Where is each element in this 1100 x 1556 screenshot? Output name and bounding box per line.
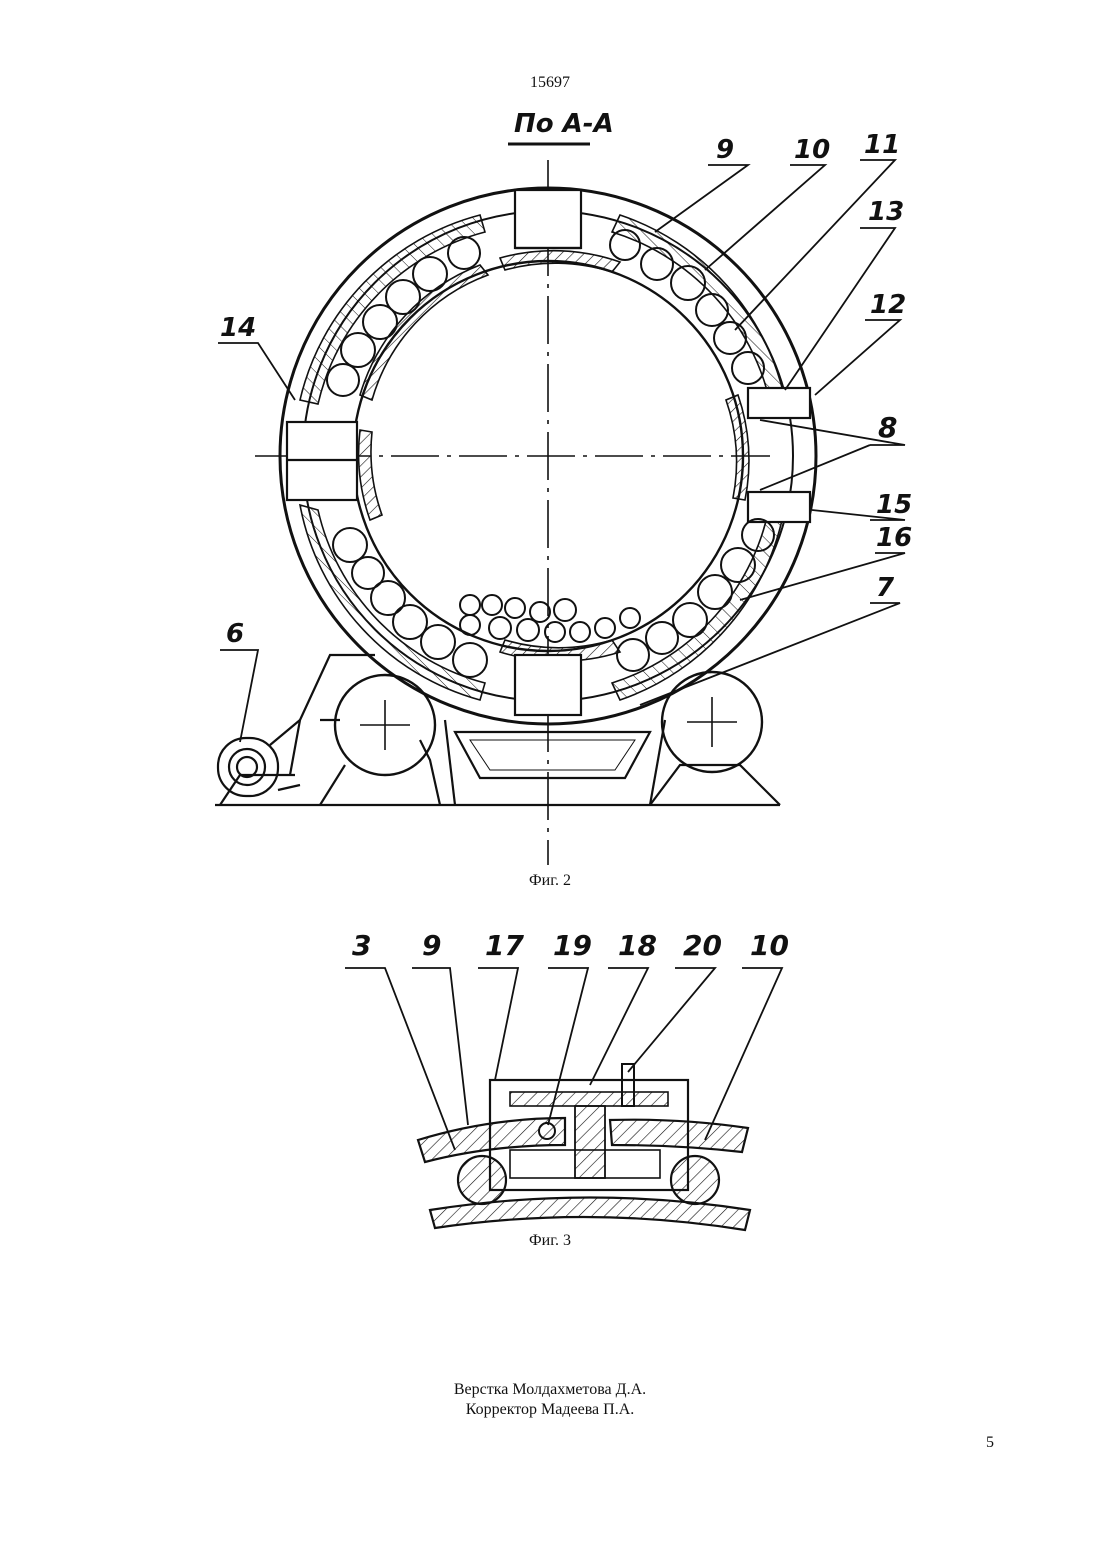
footer-credits: Верстка Молдахметова Д.А. Корректор Маде… — [0, 1380, 1100, 1420]
fig3-label-20: 20 — [683, 929, 722, 962]
footer-layout-credit: Верстка Молдахметова Д.А. — [0, 1380, 1100, 1400]
fig3-label-10: 10 — [750, 929, 789, 962]
fig3-label-3: 3 — [352, 929, 371, 962]
fig3-label-17: 17 — [485, 929, 524, 962]
fig3-t-bracket — [575, 1106, 605, 1178]
page-number: 5 — [986, 1434, 994, 1452]
fig3-label-18: 18 — [618, 929, 657, 962]
fig3-label-9: 9 — [422, 929, 441, 962]
fig3-label-19: 19 — [553, 929, 592, 962]
fig3-segment-right — [610, 1120, 748, 1152]
figure-3-drawing: 3 9 17 19 18 20 10 — [0, 0, 1100, 1240]
figure-3-caption: Фиг. 3 — [0, 1232, 1100, 1250]
footer-proofreader-credit: Корректор Мадеева П.А. — [0, 1400, 1100, 1420]
